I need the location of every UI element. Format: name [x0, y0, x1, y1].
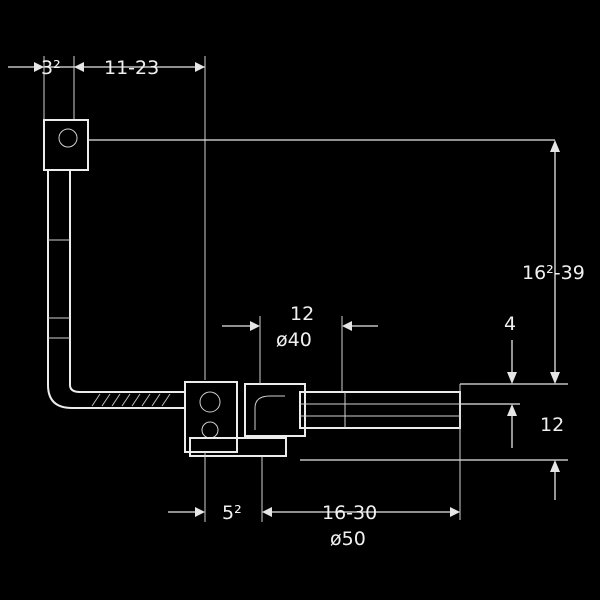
bottom-dimension-group: 5² 16-30 ø50 — [168, 452, 460, 550]
dim-right-height: 16²-39 — [522, 262, 585, 284]
dim-pipe-diameter: ø40 — [276, 329, 312, 351]
dim-bottom-left: 5² — [222, 502, 242, 524]
right-dimension-group: 16²-39 4 12 — [300, 140, 585, 520]
dim-bottom-diameter: ø50 — [330, 528, 366, 550]
dim-bottom-span: 16-30 — [322, 502, 377, 524]
dim-small-gap: 4 — [504, 313, 516, 335]
overflow-pipe — [43, 119, 555, 409]
top-dimension-group: 3² 11-23 — [8, 56, 206, 380]
dim-right-lower: 12 — [540, 414, 564, 436]
valve-body — [184, 381, 461, 457]
dim-top-span: 11-23 — [104, 57, 159, 79]
pipe-dimension-group: 12 ø40 — [222, 303, 378, 392]
dim-pipe-offset: 12 — [290, 303, 314, 325]
dim-top-left: 3² — [41, 57, 61, 79]
